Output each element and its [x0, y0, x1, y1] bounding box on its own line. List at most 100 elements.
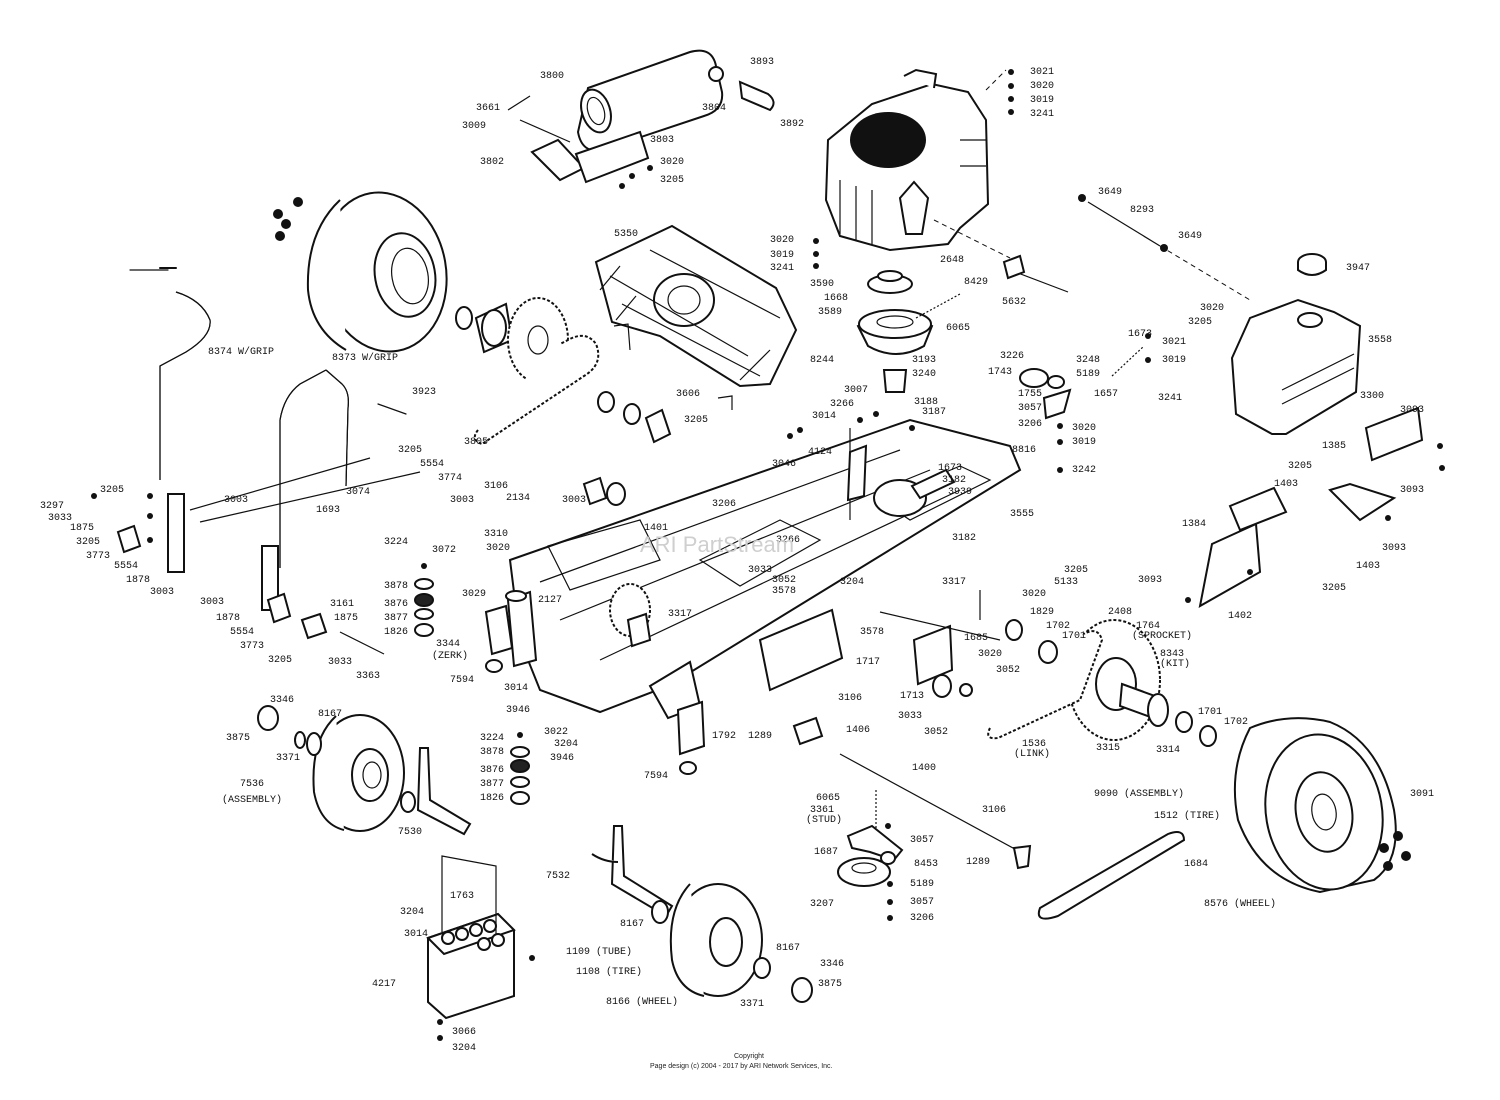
part-labels: 3800 3893 3661 3804 3009 3803 3802 3020 …	[40, 57, 1434, 1054]
callout-stud: (STUD)	[806, 814, 842, 826]
footer-copyright: Copyright	[734, 1053, 764, 1060]
callout-1384: 1384	[1182, 519, 1206, 530]
callout-3020-brake: 3020	[1072, 423, 1096, 434]
callout-1717: 1717	[856, 657, 880, 668]
callout-3317-b: 3317	[668, 609, 692, 620]
callout-3091: 3091	[1410, 789, 1434, 800]
callout-7536: 7536	[240, 779, 264, 790]
engine-pulley	[867, 270, 913, 294]
callout-3206-brake: 3206	[1018, 419, 1042, 430]
callout-3877-b: 3877	[480, 779, 504, 790]
callout-3344: 3344	[436, 639, 460, 650]
callout-3877-a: 3877	[384, 613, 408, 624]
callout-1878-b: 1878	[216, 613, 240, 624]
callout-3046: 3046	[772, 459, 796, 470]
callout-3007: 3007	[844, 385, 868, 396]
callout-2648: 2648	[940, 255, 964, 266]
callout-3093-d: 3093	[1138, 575, 1162, 586]
callout-1685: 1685	[964, 633, 988, 644]
callout-1826-b: 1826	[480, 793, 504, 804]
handle-brackets	[91, 457, 421, 655]
callout-3649-a: 3649	[1098, 187, 1122, 198]
callout-3240: 3240	[912, 369, 936, 380]
callout-5189-brake: 5189	[1076, 369, 1100, 380]
callout-3014-top: 3014	[812, 411, 836, 422]
muffler-tailpipe	[708, 66, 775, 112]
callout-3946-a: 3946	[506, 705, 530, 716]
callout-3052-b: 3052	[996, 665, 1020, 676]
callout-3878-a: 3878	[384, 581, 408, 592]
callout-1701-a: 1701	[1062, 631, 1086, 642]
transmission-pin	[613, 323, 733, 410]
steering-shaft	[792, 716, 1032, 870]
callout-3803: 3803	[650, 135, 674, 146]
callout-3805: 3805	[464, 437, 488, 448]
callout-3019-clutch: 3019	[770, 250, 794, 261]
callout-3892: 3892	[780, 119, 804, 130]
callout-3019-brake: 3019	[1072, 437, 1096, 448]
callout-3187: 3187	[922, 407, 946, 418]
callout-1406: 1406	[846, 725, 870, 736]
callout-3003-l3: 3003	[200, 597, 224, 608]
muffler	[576, 49, 724, 152]
callout-6065-deck: 6065	[816, 793, 840, 804]
callout-3224-a: 3224	[384, 537, 408, 548]
callout-3033-l1: 3033	[48, 513, 72, 524]
callout-3361: 3361	[810, 805, 834, 816]
callout-1684: 1684	[1184, 859, 1208, 870]
battery-hold-down	[437, 855, 535, 1041]
front-left-caster-wheel	[312, 714, 405, 832]
callout-3057-deck: 3057	[910, 835, 934, 846]
callout-1687: 1687	[814, 847, 838, 858]
callout-3066: 3066	[452, 1027, 476, 1038]
callout-1109: 1109 (TUBE)	[566, 946, 632, 958]
brake-linkage	[879, 590, 1001, 698]
callout-8244: 8244	[810, 355, 834, 366]
engine	[824, 68, 990, 252]
callout-9090: 9090 (ASSEMBLY)	[1094, 788, 1184, 800]
callout-1763: 1763	[450, 891, 474, 902]
front-left-caster-fork	[400, 747, 472, 836]
callout-3029: 3029	[462, 589, 486, 600]
right-steering-handle	[279, 369, 407, 568]
callout-3205-l3: 3205	[268, 655, 292, 666]
callout-3804: 3804	[702, 103, 726, 114]
right-side-brackets	[1185, 406, 1445, 608]
callout-3003-b: 3003	[450, 495, 474, 506]
front-pivot	[485, 659, 706, 775]
callout-1829: 1829	[1030, 607, 1054, 618]
callout-3020-clutch: 3020	[770, 235, 794, 246]
callout-6065-clutch: 6065	[946, 323, 970, 334]
callout-5554-c: 5554	[230, 627, 254, 638]
muffler-bracket	[507, 95, 653, 189]
callout-1792: 1792	[712, 731, 736, 742]
callout-3802: 3802	[480, 157, 504, 168]
callout-1878-a: 1878	[126, 575, 150, 586]
frame-hardware	[582, 411, 915, 520]
callout-1512: 1512 (TIRE)	[1154, 810, 1220, 822]
callout-3800: 3800	[540, 71, 564, 82]
callout-1536: 1536	[1022, 739, 1046, 750]
callout-3878-b: 3878	[480, 747, 504, 758]
callout-3923: 3923	[412, 387, 436, 398]
callout-3021-tank: 3021	[1162, 337, 1186, 348]
callout-3020-l: 3020	[486, 543, 510, 554]
callout-8293: 8293	[1130, 205, 1154, 216]
callout-3020-engine: 3020	[1030, 81, 1054, 92]
callout-2408: 2408	[1108, 607, 1132, 618]
callout-1875-l1: 1875	[70, 523, 94, 534]
watermark: ARI PartStream	[640, 532, 794, 557]
callout-3093-b: 3093	[1400, 485, 1424, 496]
footer-page-design: Page design (c) 2004 - 2017 by ARI Netwo…	[650, 1063, 833, 1070]
right-drive-chain	[987, 630, 1104, 740]
callout-assembly: (ASSEMBLY)	[222, 794, 282, 806]
throttle-cable	[933, 219, 1069, 293]
callout-3300: 3300	[1360, 391, 1384, 402]
callout-3875-b: 3875	[818, 979, 842, 990]
callout-kit: (KIT)	[1160, 658, 1190, 670]
callout-1701-b: 1701	[1198, 707, 1222, 718]
callout-3578-a: 3578	[772, 586, 796, 597]
callout-3226: 3226	[1000, 351, 1024, 362]
callout-3072: 3072	[432, 545, 456, 556]
